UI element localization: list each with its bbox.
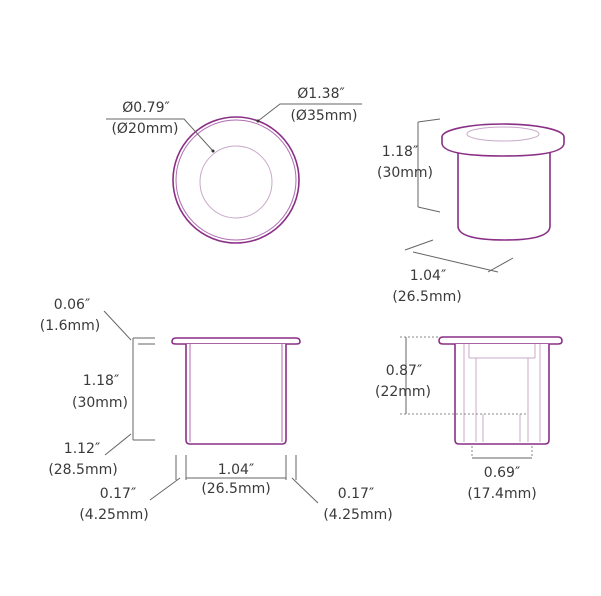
side-height-mm-label: (30mm) xyxy=(72,395,128,411)
side-height-in-label: 1.18″ xyxy=(83,373,119,389)
inner-diameter-leader-dot xyxy=(211,149,215,153)
iso-width-in-label: 1.04″ xyxy=(410,268,446,284)
outer-diameter-mm-label: (Ø35mm) xyxy=(290,108,357,124)
left-offset-leader xyxy=(149,477,181,501)
outer-rim-circle xyxy=(172,116,300,244)
flange-in-label: 0.06″ xyxy=(54,297,90,313)
section-body xyxy=(454,344,550,445)
iso-bore xyxy=(466,126,540,142)
iso-width-ext-right xyxy=(487,257,514,273)
iso-height-ext-top xyxy=(417,118,441,123)
side-flange xyxy=(171,337,301,345)
body-mm-label: (28.5mm) xyxy=(48,462,117,478)
iso-body xyxy=(457,146,551,241)
iso-height-in-label: 1.18″ xyxy=(382,144,418,160)
inner-diameter-leader xyxy=(106,118,214,152)
iso-width-ext-left xyxy=(404,239,434,251)
section-bore-in-label: 0.69″ xyxy=(484,465,520,481)
section-depth-in-label: 0.87″ xyxy=(386,363,422,379)
iso-height-mm-label: (30mm) xyxy=(377,165,433,181)
left-offset-mm-label: (4.25mm) xyxy=(79,507,148,523)
iso-view: 1.18″ (30mm) 1.04″ (26.5mm) xyxy=(377,118,565,305)
top-view: Ø0.79″ (Ø20mm) Ø1.38″ (Ø35mm) xyxy=(106,86,362,244)
body-leader xyxy=(104,433,132,456)
body-in-label: 1.12″ xyxy=(64,441,100,457)
outer-diameter-leader-dot xyxy=(256,119,260,123)
side-view: 0.06″ (1.6mm) 1.18″ (30mm) 1.12″ (28.5mm… xyxy=(40,297,393,523)
outer-rim-inner-circle xyxy=(175,119,297,241)
outer-diameter-leader xyxy=(257,103,362,122)
inner-diameter-mm-label: (Ø20mm) xyxy=(111,121,178,137)
iso-width-mm-label: (26.5mm) xyxy=(392,289,461,305)
section-view: 0.87″ (22mm) 0.69″ (17.4mm) xyxy=(375,336,563,502)
side-width-in-label: 1.04″ xyxy=(218,462,254,478)
section-flange xyxy=(438,336,563,345)
right-offset-in-label: 0.17″ xyxy=(338,486,374,502)
section-depth-mm-label: (22mm) xyxy=(375,384,431,400)
outer-diameter-in-label: Ø1.38″ xyxy=(297,86,344,102)
section-bore-mm-label: (17.4mm) xyxy=(467,486,536,502)
inner-bore-circle xyxy=(199,145,273,219)
iso-flange-side xyxy=(441,137,565,157)
inner-diameter-in-label: Ø0.79″ xyxy=(122,100,169,116)
left-offset-in-label: 0.17″ xyxy=(100,486,136,502)
iso-height-ext-bottom xyxy=(417,206,441,213)
side-body xyxy=(185,344,287,445)
right-offset-leader xyxy=(291,477,319,504)
side-width-mm-label: (26.5mm) xyxy=(201,481,270,497)
iso-width-line xyxy=(412,251,499,273)
right-offset-mm-label: (4.25mm) xyxy=(323,507,392,523)
flange-leader xyxy=(103,310,132,341)
flange-mm-label: (1.6mm) xyxy=(40,318,100,334)
